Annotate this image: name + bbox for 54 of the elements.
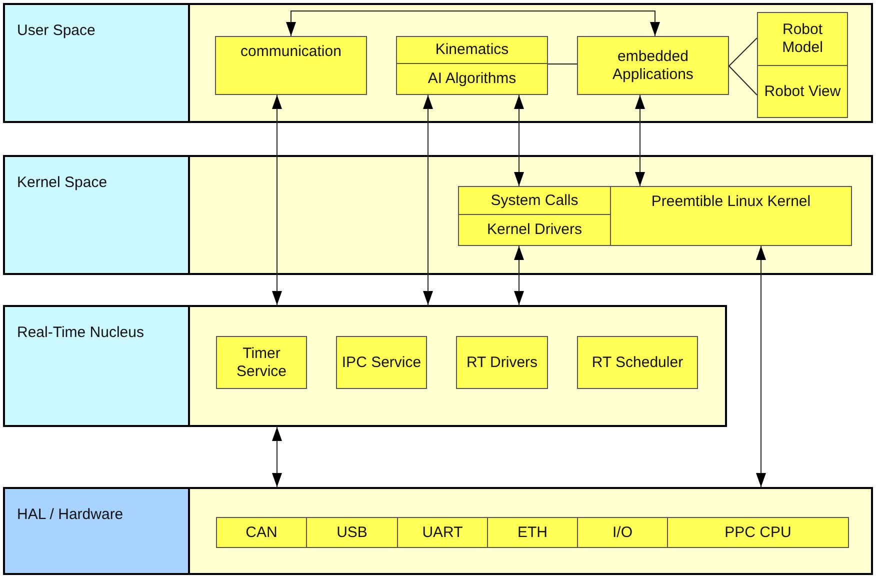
component-label: I/O [612, 524, 632, 542]
layer-title: User Space [17, 22, 96, 39]
component-label: AI Algorithms [428, 70, 516, 88]
component-label: IPC Service [342, 354, 422, 372]
component-label: Robot View [764, 82, 841, 100]
component-box [396, 63, 548, 95]
component-box [667, 517, 849, 548]
component-box [458, 186, 611, 215]
connector-arrow [514, 246, 524, 306]
connector-arrow [635, 94, 645, 186]
component-label: ETH [518, 524, 548, 542]
component-label: embedded Applications [612, 48, 694, 84]
component-box [215, 36, 367, 95]
connector-arrow [272, 94, 282, 306]
component-label: RT Scheduler [592, 354, 684, 372]
component-label: USB [336, 524, 368, 542]
component-label: UART [422, 524, 463, 542]
component-label: Robot Model [781, 21, 824, 57]
component-box [396, 36, 548, 64]
component-label: communication [240, 43, 342, 61]
component-box [216, 336, 307, 389]
component-box [577, 36, 729, 95]
component-box [487, 517, 578, 548]
component-label: Timer Service [235, 344, 288, 380]
layer-band [3, 487, 873, 575]
component-box [757, 12, 848, 66]
component-box [456, 336, 548, 389]
component-label: Kinematics [435, 41, 509, 59]
component-label: RT Drivers [466, 354, 538, 372]
layer-title: Real-Time Nucleus [17, 324, 144, 341]
component-box [757, 65, 848, 118]
connector-arrow [423, 94, 433, 306]
layer-title: HAL / Hardware [17, 506, 124, 523]
layer-title: Kernel Space [17, 174, 108, 191]
layer-band [3, 155, 873, 275]
connector-arrow [286, 10, 660, 36]
component-label: CAN [246, 524, 278, 542]
component-label: Kernel Drivers [486, 221, 582, 239]
component-box [397, 517, 488, 548]
component-box [577, 336, 698, 389]
component-box [458, 214, 611, 246]
connector-arrow [272, 426, 282, 488]
component-box [577, 517, 668, 548]
component-box [610, 186, 852, 246]
layer-band [3, 305, 727, 427]
component-label: PPC CPU [724, 524, 792, 542]
connector-arrow [756, 246, 766, 488]
component-label: Preemtible Linux Kernel [651, 193, 811, 211]
component-box [336, 336, 427, 389]
component-label: System Calls [490, 192, 578, 210]
connector-arrow [514, 94, 524, 186]
component-box [216, 517, 307, 548]
layer-band [3, 3, 873, 123]
component-box [306, 517, 398, 548]
